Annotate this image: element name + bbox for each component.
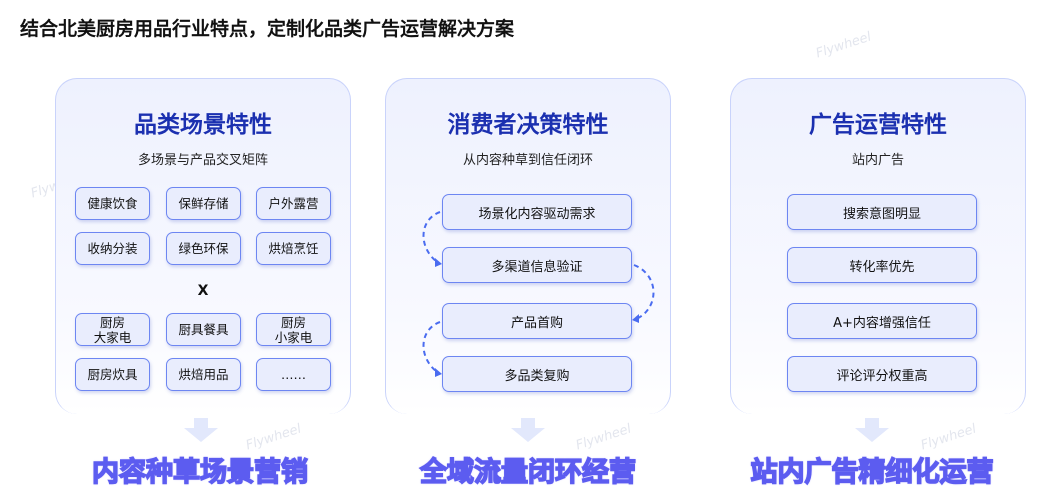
decision-step: 多品类复购 <box>442 356 632 392</box>
scene-chip: 绿色环保 <box>166 232 241 265</box>
decision-step: 产品首购 <box>442 303 632 339</box>
consumer-decision-card: 消费者决策特性 从内容种草到信任闭环 场景化内容驱动需求 多渠道信息验证 产品首… <box>385 78 671 414</box>
product-chip: 厨具餐具 <box>166 313 241 346</box>
scene-chip: 保鲜存储 <box>166 187 241 220</box>
card-subtitle: 站内广告 <box>851 153 904 168</box>
category-scene-card: 品类场景特性 多场景与产品交叉矩阵 健康饮食 保鲜存储 户外露营 收纳分装 绿色… <box>55 78 351 414</box>
watermark: Flywheel <box>814 29 874 62</box>
down-arrow-icon <box>511 418 545 442</box>
ad-feature: 转化率优先 <box>787 247 977 283</box>
result-label: 全域流量闭环经营 <box>419 456 637 489</box>
watermark: Flywheel <box>244 421 304 454</box>
down-arrow-icon <box>184 418 218 442</box>
product-chip: 厨房 大家电 <box>75 313 150 346</box>
card-title: 品类场景特性 <box>134 112 272 138</box>
page-title: 结合北美厨房用品行业特点，定制化品类广告运营解决方案 <box>20 18 515 40</box>
product-chip: 烘焙用品 <box>166 358 241 391</box>
ad-feature: 评论评分权重高 <box>787 356 977 392</box>
decision-step: 多渠道信息验证 <box>442 247 632 283</box>
watermark: Flywheel <box>919 421 979 454</box>
watermark: Flywheel <box>574 421 634 454</box>
ad-operation-card: 广告运营特性 站内广告 搜索意图明显 转化率优先 A+内容增强信任 评论评分权重… <box>730 78 1026 414</box>
scene-chip: 烘焙烹饪 <box>256 232 331 265</box>
scene-chip: 健康饮食 <box>75 187 150 220</box>
result-label: 内容种草场景营销 <box>91 456 309 489</box>
card-subtitle: 从内容种草到信任闭环 <box>462 153 593 168</box>
product-chip: 厨房 小家电 <box>256 313 331 346</box>
ad-feature: A+内容增强信任 <box>787 303 977 339</box>
scene-chip: 户外露营 <box>256 187 331 220</box>
product-chip: …… <box>256 358 331 391</box>
card-subtitle: 多场景与产品交叉矩阵 <box>137 153 268 168</box>
ad-feature: 搜索意图明显 <box>787 194 977 230</box>
down-arrow-icon <box>855 418 889 442</box>
cross-symbol: X <box>197 283 209 299</box>
scene-chip: 收纳分装 <box>75 232 150 265</box>
card-title: 广告运营特性 <box>809 112 947 138</box>
product-chip: 厨房炊具 <box>75 358 150 391</box>
decision-step: 场景化内容驱动需求 <box>442 194 632 230</box>
result-label: 站内广告精细化运营 <box>750 456 995 489</box>
card-title: 消费者决策特性 <box>447 112 609 138</box>
